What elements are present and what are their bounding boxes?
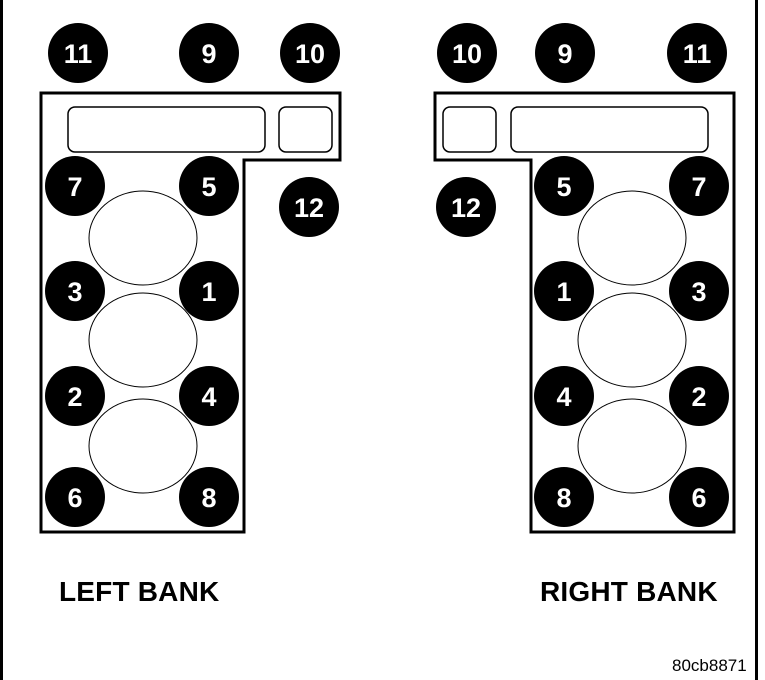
right-bolt-circle-1: [534, 261, 594, 321]
right-bolt-circle-7: [669, 156, 729, 216]
left-bolt-11: 11 *: [48, 23, 122, 83]
left-bolt-circle-3: [45, 261, 105, 321]
figure-id: 80cb8871: [672, 656, 747, 675]
left-bolt-number-1: 1: [201, 277, 216, 307]
left-bolt-number-12: 12: [294, 193, 324, 223]
right-head-port-short: [442, 106, 497, 153]
left-head-port-long: [67, 106, 266, 153]
right-bolt-circle-3: [669, 261, 729, 321]
left-bolt-number-3: 3: [67, 277, 82, 307]
left-bolt-circle-2: [45, 366, 105, 426]
left-bolt-12: 12 *: [279, 177, 353, 237]
right-bolt-12: 12 *: [436, 177, 510, 237]
right-bolt-9: 9*: [535, 23, 609, 83]
left-bolt-2: 2: [45, 366, 105, 426]
left-bolt-circle-6: [45, 467, 105, 527]
left-bolt-3: 3: [45, 261, 105, 321]
left-bolt-circle-1: [179, 261, 239, 321]
left-bolt-circle-11: [48, 23, 108, 83]
left-head-port-short: [278, 106, 333, 153]
left-bolt-circle-9: [179, 23, 239, 83]
left-bolt-number-9: 9: [201, 39, 216, 69]
left-bolt-number-6: 6: [67, 483, 82, 513]
right-bolt-7: 7: [669, 156, 729, 216]
right-bolt-10-star-marker: *: [500, 27, 511, 57]
right-bolt-4: 4: [534, 366, 594, 426]
left-bolt-number-7: 7: [67, 172, 82, 202]
right-bolt-8: 8: [534, 467, 594, 527]
left-bolt-circle-12: [279, 177, 339, 237]
right-bolt-number-11: 11: [683, 39, 712, 69]
right-bolt-number-3: 3: [691, 277, 706, 307]
right-bolt-number-8: 8: [556, 483, 571, 513]
left-bolt-circle-5: [179, 156, 239, 216]
left-cylinder-2: [88, 292, 198, 388]
right-bolt-6: 6: [669, 467, 729, 527]
right-bolt-number-6: 6: [691, 483, 706, 513]
right-bolt-5: 5: [534, 156, 594, 216]
right-bolt-number-2: 2: [691, 382, 706, 412]
left-bolt-5: 5: [179, 156, 239, 216]
right-bolt-circle-11: [667, 23, 727, 83]
right-head-port-long: [510, 106, 709, 153]
left-bolt-number-5: 5: [201, 172, 216, 202]
right-bolt-3: 3: [669, 261, 729, 321]
right-bolt-circle-4: [534, 366, 594, 426]
right-bolt-1: 1: [534, 261, 594, 321]
right-bolt-2: 2: [669, 366, 729, 426]
left-bolt-10-star-marker: *: [343, 27, 354, 57]
right-bolt-number-4: 4: [556, 382, 571, 412]
right-cylinder-1: [577, 190, 687, 286]
left-bolt-9: 9*: [179, 23, 253, 83]
right-bolt-number-1: 1: [556, 277, 571, 307]
frame-left-border: [0, 0, 3, 680]
left-bolt-8: 8: [179, 467, 239, 527]
left-bolt-11-star-marker: *: [111, 27, 122, 57]
left-bolt-circle-8: [179, 467, 239, 527]
right-bolt-11: 11 *: [667, 23, 741, 83]
right-bolt-circle-8: [534, 467, 594, 527]
left-bolt-4: 4: [179, 366, 239, 426]
left-bolt-6: 6: [45, 467, 105, 527]
frame-right-border: [755, 0, 758, 680]
right-bolt-circle-2: [669, 366, 729, 426]
right-bolt-circle-9: [535, 23, 595, 83]
left-bolt-number-2: 2: [67, 382, 82, 412]
right-bolt-number-9: 9: [557, 39, 572, 69]
left-bank-label: LEFT BANK: [59, 576, 220, 607]
left-bolt-circle-7: [45, 156, 105, 216]
left-bolt-number-10: 10: [295, 39, 325, 69]
right-bolt-circle-12: [436, 177, 496, 237]
right-bolt-11-star-marker: *: [730, 27, 741, 57]
right-bolt-circle-5: [534, 156, 594, 216]
left-bolt-7: 7: [45, 156, 105, 216]
right-bolt-circle-6: [669, 467, 729, 527]
left-cylinder-1: [88, 190, 198, 286]
right-bolt-9-star-marker: *: [598, 27, 609, 57]
right-bolt-number-7: 7: [691, 172, 706, 202]
left-bolt-number-11: 11: [64, 39, 93, 69]
left-bolt-12-star-marker: *: [342, 181, 353, 211]
right-cylinder-2: [577, 292, 687, 388]
left-bolt-circle-10: [280, 23, 340, 83]
right-bolt-number-12: 12: [451, 193, 481, 223]
right-cylinder-3: [577, 398, 687, 494]
left-bolt-circle-4: [179, 366, 239, 426]
right-bolt-circle-10: [437, 23, 497, 83]
right-bolt-number-10: 10: [452, 39, 482, 69]
left-bolt-9-star-marker: *: [242, 27, 253, 57]
left-bolt-number-4: 4: [201, 382, 216, 412]
left-bolt-number-8: 8: [201, 483, 216, 513]
right-bank-label: RIGHT BANK: [540, 576, 718, 607]
left-cylinder-3: [88, 398, 198, 494]
right-bolt-number-5: 5: [556, 172, 571, 202]
left-bolt-1: 1: [179, 261, 239, 321]
left-bolt-10: 10 *: [280, 23, 354, 83]
right-bolt-10: 10 *: [437, 23, 511, 83]
right-bolt-12-star-marker: *: [499, 181, 510, 211]
